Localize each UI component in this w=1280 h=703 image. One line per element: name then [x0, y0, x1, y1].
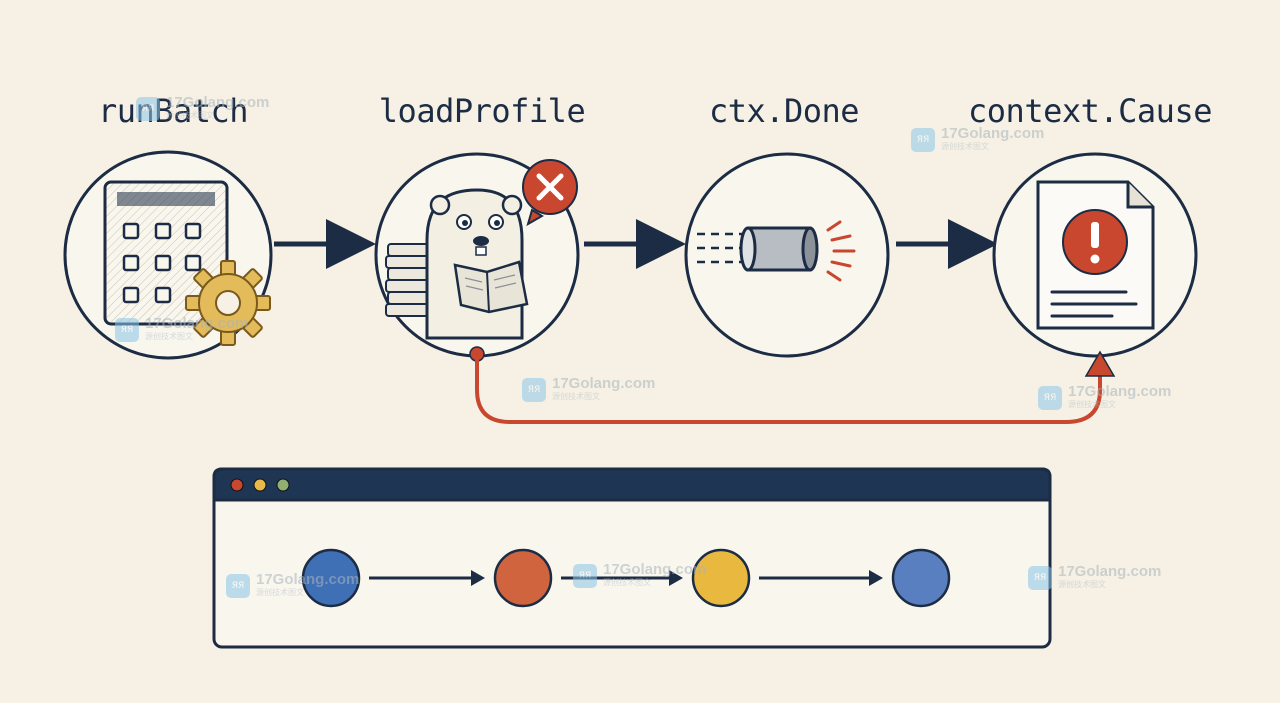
flow-arrow-head [669, 570, 683, 586]
flow-node [691, 548, 751, 608]
calendar-gear-icon [103, 180, 271, 346]
step-runbatch [63, 150, 273, 360]
window-dot-close [230, 478, 244, 492]
pipe-cut-icon [697, 220, 856, 282]
document-alert-icon [1036, 180, 1155, 330]
step-label-loadprofile: loadProfile [378, 92, 586, 130]
browser-window [212, 467, 1052, 649]
window-dot-maximize [276, 478, 290, 492]
flow-arrow-head [869, 570, 883, 586]
step-label-ctx-done: ctx.Done [708, 92, 860, 130]
window-nodes [301, 548, 951, 608]
cause-propagation-arrow [469, 346, 1116, 424]
window-titlebar [212, 467, 1052, 502]
gopher-reading-icon [385, 188, 529, 340]
step-context-cause [992, 152, 1198, 358]
flow-node [493, 548, 553, 608]
window-dot-minimize [253, 478, 267, 492]
gear-icon [185, 260, 271, 346]
flow-arrow-head [471, 570, 485, 586]
step-label-context-cause: context.Cause [968, 92, 1212, 130]
step-ctx-done [684, 152, 890, 358]
close-x-icon [522, 159, 578, 227]
flow-node [891, 548, 951, 608]
flow-node [301, 548, 361, 608]
step-loadprofile [374, 152, 580, 358]
step-label-runbatch: runBatch [97, 92, 249, 130]
